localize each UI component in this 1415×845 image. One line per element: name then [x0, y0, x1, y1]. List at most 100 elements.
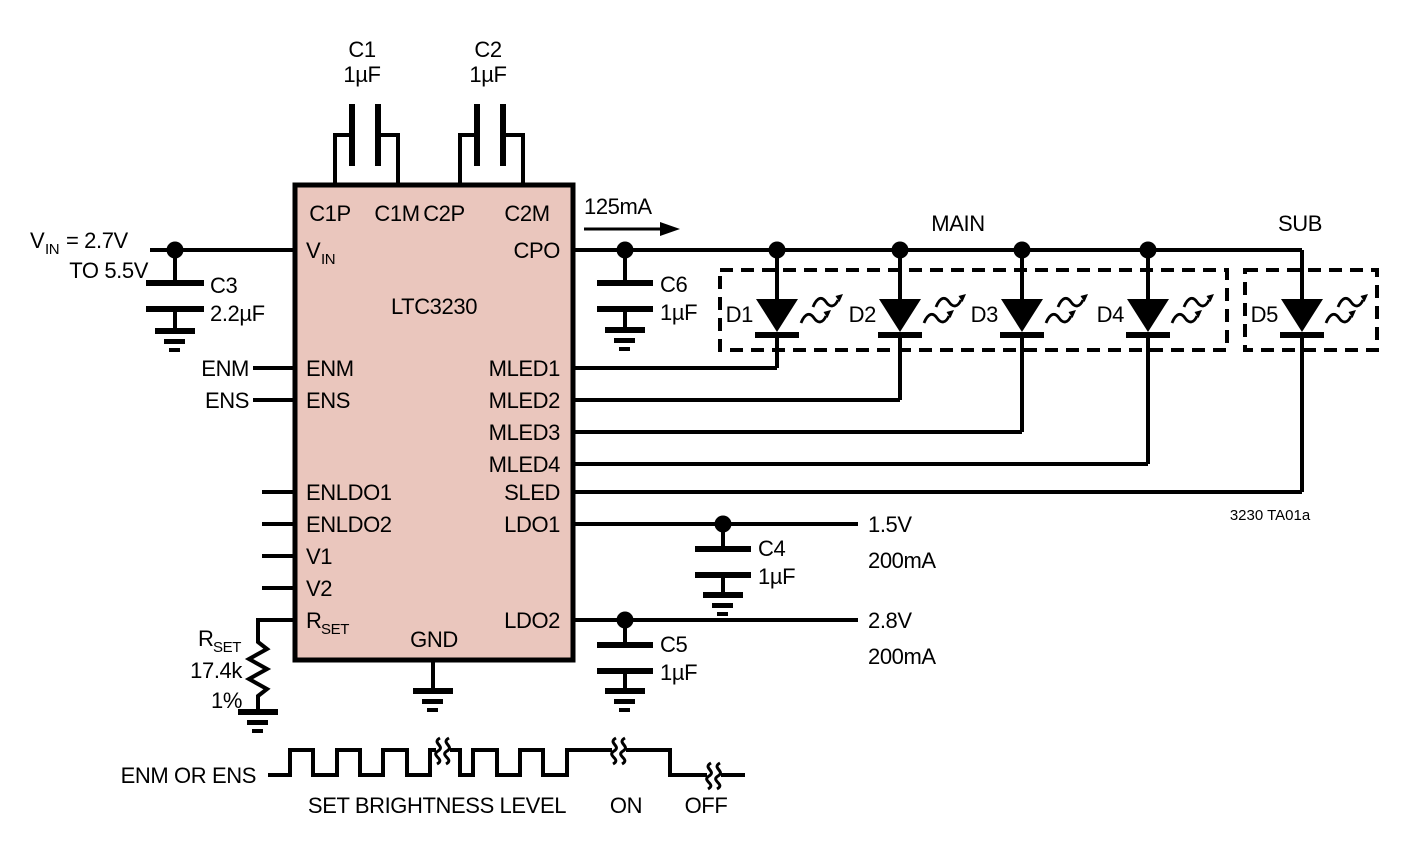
led-triangle [1281, 299, 1323, 332]
pin-label-vin: V [306, 238, 321, 263]
light-emission-icon [1044, 308, 1078, 325]
rset-ref-label: R [198, 626, 214, 651]
pin-label-ldo2: LDO2 [504, 608, 560, 633]
pin-label-sled: SLED [504, 480, 560, 505]
break-mark-icon [714, 761, 722, 791]
vin-source-range: TO 5.5V [69, 258, 148, 283]
light-emission-icon [1056, 292, 1090, 309]
c4-value-label: 1µF [758, 564, 795, 589]
c6-ref-label: C6 [660, 272, 687, 297]
pin-label-ens: ENS [306, 388, 350, 413]
c4-ref-label: C4 [758, 536, 785, 561]
pin-label-cpo: CPO [514, 238, 561, 263]
led-d3: D3 [573, 250, 1090, 434]
c2-ref-label: C2 [474, 37, 501, 62]
ic-part-label: LTC3230 [391, 294, 477, 319]
pin-label-enldo1: ENLDO1 [306, 480, 392, 505]
vin-source: V IN = 2.7V TO 5.5V [30, 228, 295, 283]
main-led-group-box: MAIN [718, 211, 1229, 352]
d5-label: D5 [1251, 302, 1278, 327]
led-d4: D4 [573, 250, 1216, 466]
ground-symbol [155, 328, 195, 352]
d4-label: D4 [1097, 302, 1124, 327]
light-emission-icon [922, 308, 956, 325]
light-emission-icon [1324, 308, 1358, 325]
vin-source-value: = 2.7V [66, 228, 129, 253]
vin-source-label: V [30, 228, 45, 253]
pin-label-enm: ENM [306, 356, 354, 381]
d3-label: D3 [971, 302, 998, 327]
vin-source-label-sub: IN [45, 241, 59, 258]
led-d2: D2 [573, 250, 968, 402]
rset-ref-label-sub: SET [213, 639, 241, 656]
pin-label-gnd: GND [410, 627, 458, 652]
break-mark-icon [443, 736, 451, 766]
cap-c3: C3 2.2µF [146, 250, 265, 352]
ens-input: ENS [205, 388, 295, 413]
ldo1-voltage-label: 1.5V [868, 512, 912, 537]
pin-label-v2: V2 [306, 576, 332, 601]
waveform-signal-label: ENM OR ENS [121, 763, 256, 788]
pin-label-rset: R [306, 608, 322, 633]
pin-label-c2p: C2P [423, 201, 465, 226]
pin-stubs [262, 490, 295, 590]
d1-label: D1 [726, 302, 753, 327]
c5-value-label: 1µF [660, 660, 697, 685]
break-mark-icon [705, 761, 713, 791]
light-emission-icon [1182, 292, 1216, 309]
cap-c4: C4 1µF [695, 524, 796, 616]
pin-label-c1p: C1P [309, 201, 351, 226]
c5-ref-label: C5 [660, 632, 687, 657]
current-arrow-icon [584, 222, 680, 236]
ground-symbol [238, 709, 278, 733]
cpo-rail: 125mA [573, 194, 1302, 259]
c3-ref-label: C3 [210, 273, 237, 298]
main-group-label: MAIN [931, 211, 984, 236]
c1-value-label: 1µF [343, 62, 380, 87]
light-emission-icon [1336, 292, 1370, 309]
ground-symbol [413, 688, 453, 712]
c6-value-label: 1µF [660, 300, 697, 325]
ground-symbol [703, 592, 743, 616]
pin-label-ldo1: LDO1 [504, 512, 560, 537]
c2-value-label: 1µF [469, 62, 506, 87]
pin-label-mled3: MLED3 [489, 420, 561, 445]
led-d5: D5 [573, 250, 1370, 494]
ldo1-current-label: 200mA [868, 548, 936, 573]
c3-value-label: 2.2µF [210, 301, 265, 326]
enm-input: ENM [201, 356, 295, 381]
ens-signal-label: ENS [205, 388, 249, 413]
light-emission-icon [799, 308, 833, 325]
led-d1: D1 [573, 250, 845, 370]
figure-note: 3230 TA01a [1230, 507, 1311, 524]
rset-value-label: 17.4k [190, 658, 243, 683]
pin-label-c2m: C2M [504, 201, 549, 226]
cpo-current-label: 125mA [584, 194, 652, 219]
ic-ltc3230: LTC3230 C1P C1M C2P C2M V IN ENM ENS ENL… [292, 182, 576, 663]
cap-c6: C6 1µF [597, 250, 698, 351]
led-triangle [1127, 299, 1169, 332]
break-mark-icon [619, 736, 627, 766]
ldo1-output: 1.5V 200mA [573, 512, 937, 573]
waveform-off-label: OFF [685, 793, 728, 818]
break-mark-icon [610, 736, 618, 766]
c1-ref-label: C1 [348, 37, 375, 62]
gnd-pin [413, 660, 453, 712]
sub-group-label: SUB [1278, 211, 1322, 236]
ground-symbol [605, 688, 645, 712]
ldo2-current-label: 200mA [868, 644, 936, 669]
pin-label-mled1: MLED1 [489, 356, 561, 381]
pin-label-vin-sub: IN [321, 251, 335, 268]
enm-signal-label: ENM [201, 356, 249, 381]
pin-label-rset-sub: SET [321, 621, 349, 638]
led-triangle [1001, 299, 1043, 332]
sub-led-group-box: SUB [1243, 211, 1379, 352]
d2-label: D2 [849, 302, 876, 327]
pin-label-mled4: MLED4 [489, 452, 561, 477]
light-emission-icon [934, 292, 968, 309]
ic-body [292, 182, 576, 663]
waveform-on-label: ON [610, 793, 642, 818]
light-emission-icon [1170, 308, 1204, 325]
